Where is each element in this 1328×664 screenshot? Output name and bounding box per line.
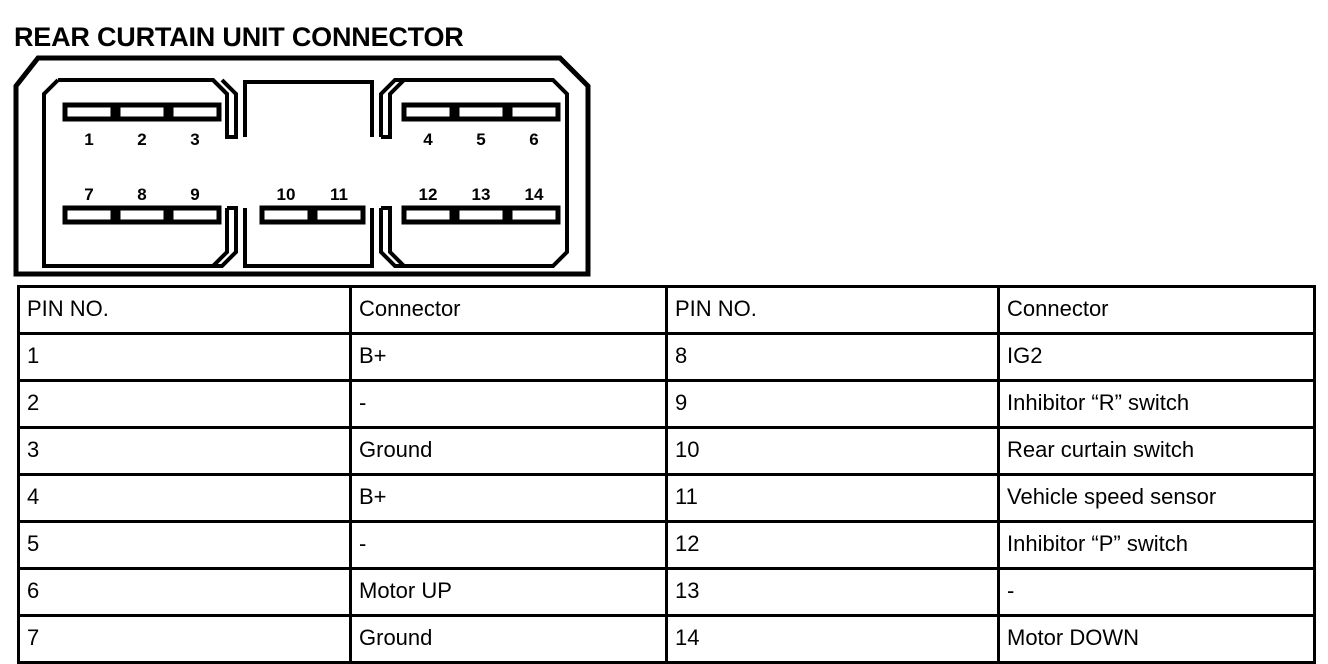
pin-slot-9 [168, 205, 222, 225]
connector-chamber-right [379, 78, 569, 268]
pin-label-12: 12 [419, 185, 438, 204]
table-row: 1 B+ 8 IG2 [17, 332, 1316, 382]
pin-label-9: 9 [190, 185, 199, 204]
pin-label-5: 5 [476, 130, 485, 149]
cell-pin-no-right: 14 [665, 614, 1000, 664]
pin-slot-8 [115, 205, 169, 225]
pin-label-7: 7 [84, 185, 93, 204]
pin-label-14: 14 [525, 185, 544, 204]
cell-pin-no-right: 8 [665, 332, 1000, 382]
page-title: REAR CURTAIN UNIT CONNECTOR [14, 22, 464, 53]
pin-slot-7 [62, 205, 116, 225]
table-row: 7 Ground 14 Motor DOWN [17, 614, 1316, 664]
connector-chamber-left [42, 78, 229, 268]
connector-outer-shell [13, 55, 591, 277]
cell-pin-no-right: 11 [665, 473, 1000, 523]
cell-connector-left: B+ [349, 473, 668, 523]
connector-chamber-left-tab [213, 206, 238, 268]
pin-label-8: 8 [137, 185, 146, 204]
pin-slot-6 [507, 102, 561, 122]
cell-pin-no-left: 7 [17, 614, 352, 664]
connector-reference-page: REAR CURTAIN UNIT CONNECTOR [8, 22, 1316, 664]
column-header-connector-left: Connector [349, 285, 668, 335]
table-body: 1 B+ 8 IG2 2 - 9 Inhibitor “R” switch 3 … [17, 332, 1316, 664]
connector-chamber-middle-lower [243, 208, 374, 268]
cell-pin-no-right: 10 [665, 426, 1000, 476]
pin-slot-3 [168, 102, 222, 122]
pin-label-2: 2 [137, 130, 146, 149]
cell-pin-no-left: 2 [17, 379, 352, 429]
cell-connector-left: - [349, 379, 668, 429]
connector-chamber-right-tab-upper [381, 78, 406, 139]
cell-pin-no-right: 12 [665, 520, 1000, 570]
table-row: 4 B+ 11 Vehicle speed sensor [17, 473, 1316, 523]
pin-label-3: 3 [190, 130, 199, 149]
connector-chamber-right-tab-lower [381, 206, 406, 268]
cell-connector-right: Rear curtain switch [997, 426, 1316, 476]
cell-connector-right: Motor DOWN [997, 614, 1316, 664]
pin-slot-10 [259, 205, 313, 225]
connector-chamber-middle-upper [243, 80, 374, 137]
cell-connector-left: B+ [349, 332, 668, 382]
table-header-row: PIN NO. Connector PIN NO. Connector [17, 285, 1316, 335]
pin-slot-4 [401, 102, 455, 122]
pin-slot-11 [312, 205, 366, 225]
column-header-connector-right: Connector [997, 285, 1316, 335]
table-row: 5 - 12 Inhibitor “P” switch [17, 520, 1316, 570]
connector-diagram: 1 2 3 4 5 6 7 8 9 10 11 12 13 14 [8, 50, 608, 282]
table-row: 2 - 9 Inhibitor “R” switch [17, 379, 1316, 429]
pin-label-1: 1 [84, 130, 93, 149]
cell-connector-left: Ground [349, 614, 668, 664]
cell-connector-left: - [349, 520, 668, 570]
cell-connector-right: Inhibitor “P” switch [997, 520, 1316, 570]
column-header-pin-no-left: PIN NO. [17, 285, 352, 335]
cell-connector-left: Motor UP [349, 567, 668, 617]
pin-slot-2 [115, 102, 169, 122]
cell-connector-left: Ground [349, 426, 668, 476]
cell-pin-no-left: 5 [17, 520, 352, 570]
pin-label-6: 6 [529, 130, 538, 149]
pin-label-13: 13 [472, 185, 491, 204]
cell-connector-right: IG2 [997, 332, 1316, 382]
cell-connector-right: Inhibitor “R” switch [997, 379, 1316, 429]
cell-pin-no-right: 9 [665, 379, 1000, 429]
cell-connector-right: - [997, 567, 1316, 617]
pin-label-4: 4 [423, 130, 433, 149]
column-header-pin-no-right: PIN NO. [665, 285, 1000, 335]
cell-pin-no-left: 3 [17, 426, 352, 476]
pin-label-11: 11 [330, 185, 348, 204]
table-row: 6 Motor UP 13 - [17, 567, 1316, 617]
cell-pin-no-left: 6 [17, 567, 352, 617]
pin-slot-13 [454, 205, 508, 225]
cell-connector-right: Vehicle speed sensor [997, 473, 1316, 523]
cell-pin-no-left: 4 [17, 473, 352, 523]
cell-pin-no-left: 1 [17, 332, 352, 382]
pin-slot-14 [507, 205, 561, 225]
pin-slot-12 [401, 205, 455, 225]
cell-pin-no-right: 13 [665, 567, 1000, 617]
pin-assignment-table: PIN NO. Connector PIN NO. Connector 1 B+… [17, 285, 1316, 664]
pin-slot-1 [62, 102, 116, 122]
table-row: 3 Ground 10 Rear curtain switch [17, 426, 1316, 476]
pin-label-10: 10 [277, 185, 296, 204]
pin-slot-5 [454, 102, 508, 122]
